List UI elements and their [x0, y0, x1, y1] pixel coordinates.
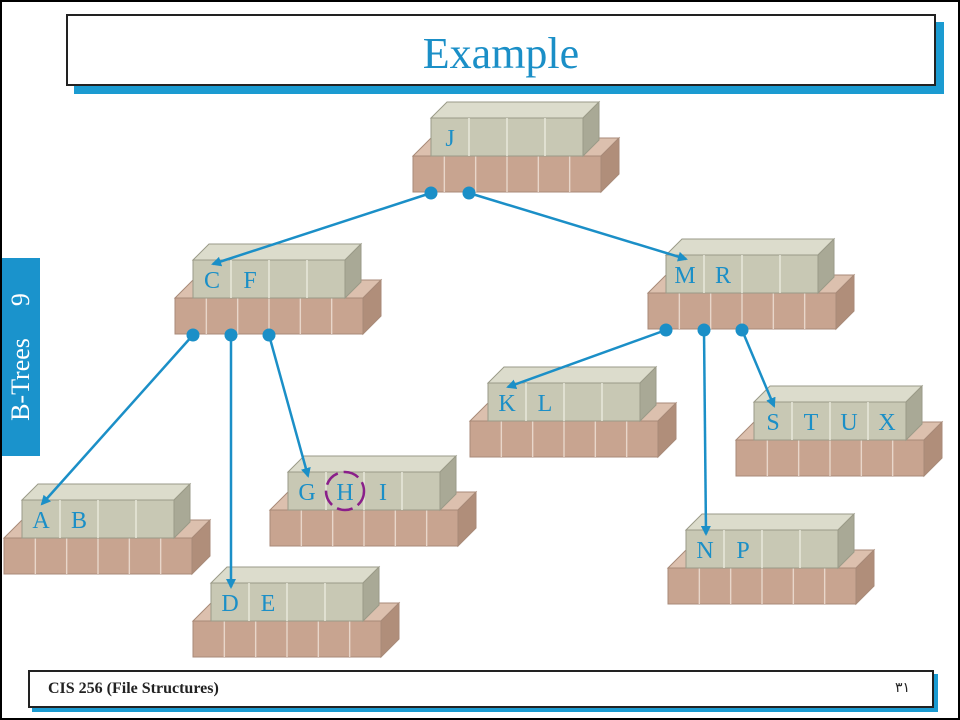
title-box: Example: [66, 14, 936, 86]
edge-mr-np: [697, 323, 711, 536]
node-key: R: [715, 263, 731, 289]
pointer-dot: [659, 323, 673, 337]
node-key: H: [336, 480, 353, 506]
node-key: N: [696, 538, 713, 564]
edge-cf-ab: [40, 328, 200, 506]
node-key: F: [243, 268, 256, 294]
footer-course: CIS 256 (File Structures): [48, 680, 219, 697]
pointer-dot: [186, 328, 200, 342]
slide-title: Example: [422, 29, 580, 78]
edge-root-mr: [462, 186, 688, 262]
node-key: U: [840, 410, 857, 436]
node-key: I: [379, 480, 387, 506]
edge-cf-ghi: [262, 328, 311, 478]
footer-page-number: ٣١: [894, 681, 910, 696]
pointer-dot: [424, 186, 438, 200]
pointer-dot: [262, 328, 276, 342]
tree-node-root: J: [411, 100, 621, 194]
node-key: B: [71, 508, 87, 534]
node-key: P: [736, 538, 749, 564]
node-key: D: [221, 591, 238, 617]
node-key: L: [538, 391, 553, 417]
node-key: J: [445, 126, 454, 152]
edge-mr-kl: [506, 323, 673, 389]
node-key: C: [204, 268, 220, 294]
node-key: K: [498, 391, 516, 417]
node-key: M: [674, 263, 695, 289]
footer-bar: CIS 256 (File Structures) ٣١: [28, 670, 934, 708]
node-key: E: [261, 591, 276, 617]
pointer-dot: [224, 328, 238, 342]
side-tab: B-Trees9: [2, 258, 40, 456]
pointer-dot: [735, 323, 749, 337]
edge-cf-de: [224, 328, 238, 589]
node-key: T: [804, 410, 819, 436]
pointer-dot: [462, 186, 476, 200]
highlight-circle: [324, 470, 366, 512]
pointer-dot: [697, 323, 711, 337]
node-key: X: [878, 410, 895, 436]
edge-root-cf: [211, 186, 438, 267]
node-key: G: [298, 480, 315, 506]
edge-mr-stux: [735, 323, 776, 408]
node-key: S: [766, 410, 779, 436]
node-key: A: [32, 508, 50, 534]
